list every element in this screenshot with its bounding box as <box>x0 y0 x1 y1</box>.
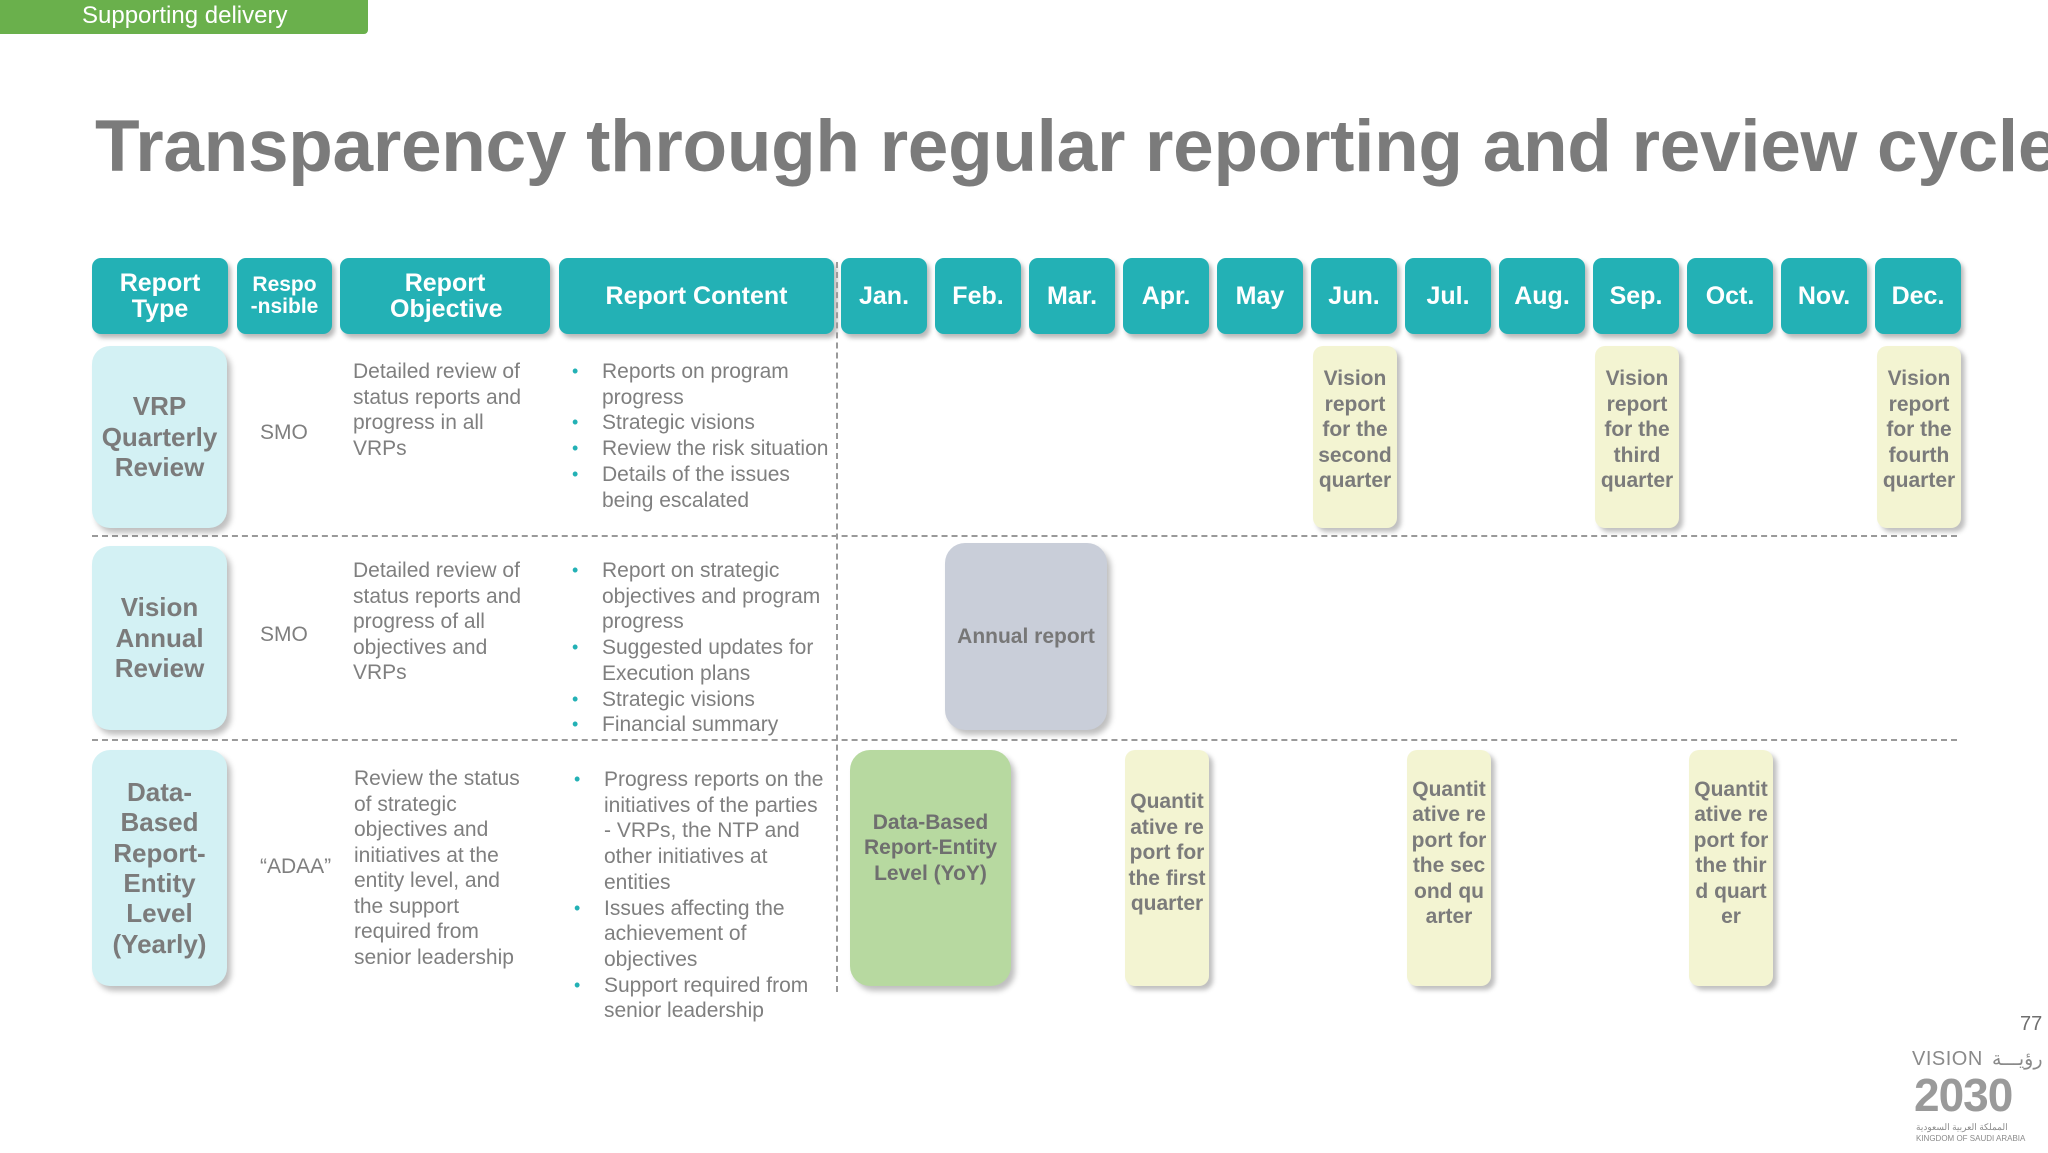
header-month-jul: Jul. <box>1405 258 1491 334</box>
header-month-feb: Feb. <box>935 258 1021 334</box>
header-report-objective: Report Objective <box>340 258 550 334</box>
header-month-nov: Nov. <box>1781 258 1867 334</box>
section-tag: Supporting delivery <box>0 0 368 34</box>
schedule-vision-report-q3: Vision report for the third quarter <box>1595 346 1679 528</box>
logo-arabic-word: رؤيـــة <box>1992 1049 2043 1070</box>
list-item: Review the risk situation <box>572 436 832 462</box>
row-objective: Detailed review of status reports and pr… <box>353 559 522 684</box>
row-responsible: “ADAA” <box>260 855 332 878</box>
list-item: Details of the issues being escalated <box>572 462 832 513</box>
row-type-vision-annual-review: Vision Annual Review <box>92 546 227 730</box>
row-divider-2 <box>92 739 1957 741</box>
list-item: Support required from senior leadership <box>574 973 824 1024</box>
logo-kingdom-text: KINGDOM OF SAUDI ARABIA <box>1916 1134 2026 1143</box>
list-item: Issues affecting the achievement of obje… <box>574 896 824 973</box>
schedule-quantitative-report-q3: Quantitative report for the third quarte… <box>1689 750 1773 986</box>
header-month-oct: Oct. <box>1687 258 1773 334</box>
page-title: Transparency through regular reporting a… <box>95 106 2048 187</box>
list-item: Financial summary <box>572 712 837 738</box>
row-content-list: Progress reports on the initiatives of t… <box>574 767 824 1024</box>
list-item: Report on strategic objectives and progr… <box>572 558 837 635</box>
list-item: Strategic visions <box>572 410 832 436</box>
header-month-jan: Jan. <box>841 258 927 334</box>
schedule-data-based-report-yoy: Data-Based Report-Entity Level (YoY) <box>850 750 1011 986</box>
row-content-list: Reports on program progress Strategic vi… <box>572 359 832 513</box>
schedule-vision-report-q4: Vision report for the fourth quarter <box>1877 346 1961 528</box>
header-month-aug: Aug. <box>1499 258 1585 334</box>
list-item: Reports on program progress <box>572 359 832 410</box>
logo-arabic-kingdom: المملكة العربية السعودية <box>1916 1122 2008 1132</box>
schedule-quantitative-report-q2: Quantitative report for the second quart… <box>1407 750 1491 986</box>
schedule-annual-report: Annual report <box>945 543 1107 730</box>
header-month-dec: Dec. <box>1875 258 1961 334</box>
list-item: Progress reports on the initiatives of t… <box>574 767 824 896</box>
row-type-data-based-report: Data-Based Report-Entity Level (Yearly) <box>92 750 227 986</box>
row-divider-1 <box>92 535 1957 537</box>
row-type-vrp-quarterly-review: VRP Quarterly Review <box>92 346 227 528</box>
header-month-jun: Jun. <box>1311 258 1397 334</box>
header-report-type: Report Type <box>92 258 228 334</box>
list-item: Suggested updates for Execution plans <box>572 635 837 686</box>
header-month-may: May <box>1217 258 1303 334</box>
row-content-list: Report on strategic objectives and progr… <box>572 558 837 738</box>
header-month-mar: Mar. <box>1029 258 1115 334</box>
header-month-apr: Apr. <box>1123 258 1209 334</box>
list-item: Strategic visions <box>572 687 837 713</box>
schedule-vision-report-q2: Vision report for the second quarter <box>1313 346 1397 528</box>
schedule-quantitative-report-q1: Quantitative report for the first quarte… <box>1125 750 1209 986</box>
row-responsible: SMO <box>260 421 308 444</box>
page-number: 77 <box>2020 1013 2043 1035</box>
row-objective: Detailed review of status reports and pr… <box>353 360 522 460</box>
vision-2030-logo: VISION رؤيـــة 2030 المملكة العربية السع… <box>1912 1048 2044 1148</box>
header-responsible: Respo-nsible <box>237 258 332 334</box>
logo-vision-text: VISION <box>1912 1048 1983 1070</box>
row-objective: Review the status of strategic objective… <box>354 767 520 969</box>
month-column-divider <box>836 262 838 992</box>
header-report-content: Report Content <box>559 258 834 334</box>
row-responsible: SMO <box>260 623 308 646</box>
header-month-sep: Sep. <box>1593 258 1679 334</box>
logo-year: 2030 <box>1914 1069 2013 1121</box>
